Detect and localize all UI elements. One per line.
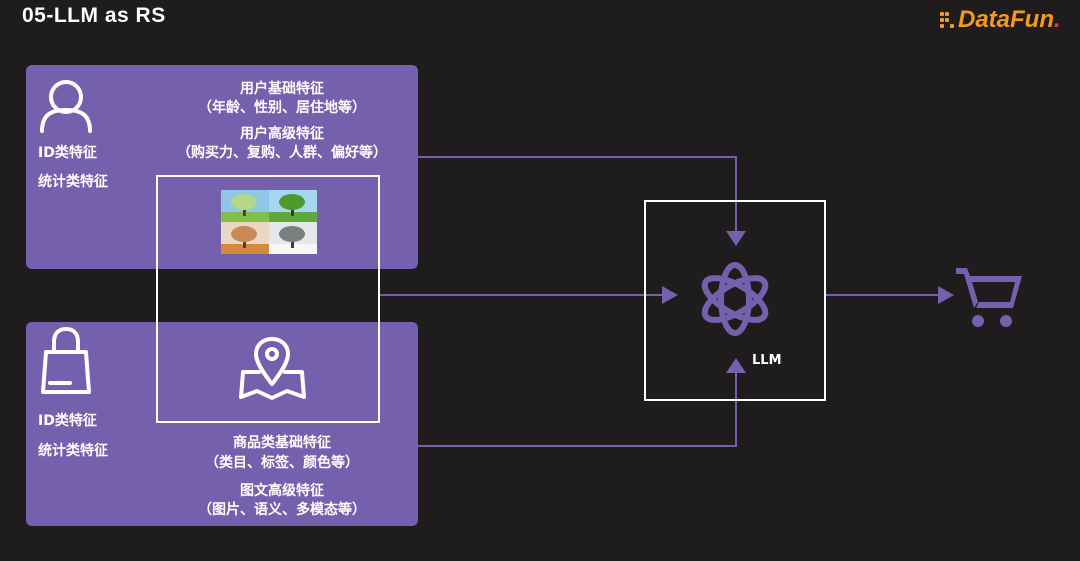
slide-title: 05-LLM as RS [22,4,166,27]
item-basic-detail: （类目、标签、颜色等） [205,455,359,471]
logo-text: DataFun [958,6,1054,33]
logo-mark-icon [940,8,958,32]
user-advanced-detail: （购买力、复购、人群、偏好等） [177,145,387,161]
item-feature-panel [26,322,418,526]
arrowhead-right-output [938,286,954,304]
user-id-feature-label: ID类特征 [38,145,97,161]
item-id-feature-label: ID类特征 [38,413,97,429]
llm-label: LLM [752,353,782,368]
datafun-logo: DataFun. [940,6,1061,34]
item-advanced-detail: （图片、语义、多模态等） [198,502,366,518]
multimodal-frame [156,175,380,423]
llm-frame [644,200,826,401]
item-basic-title: 商品类基础特征 [233,435,331,451]
user-basic-detail: （年龄、性别、居住地等） [198,100,366,116]
user-stat-feature-label: 统计类特征 [38,174,108,190]
user-basic-title: 用户基础特征 [240,81,324,97]
arrowhead-down [726,231,746,246]
user-to-llm-connector [418,156,737,232]
item-to-llm-connector [418,372,737,447]
arrowhead-up [726,358,746,373]
logo-dot: . [1054,6,1061,33]
item-advanced-title: 图文高级特征 [240,483,324,499]
four-season-trees-image [221,190,317,254]
arrowhead-right [662,286,678,304]
user-advanced-title: 用户高级特征 [240,126,324,142]
item-stat-feature-label: 统计类特征 [38,443,108,459]
